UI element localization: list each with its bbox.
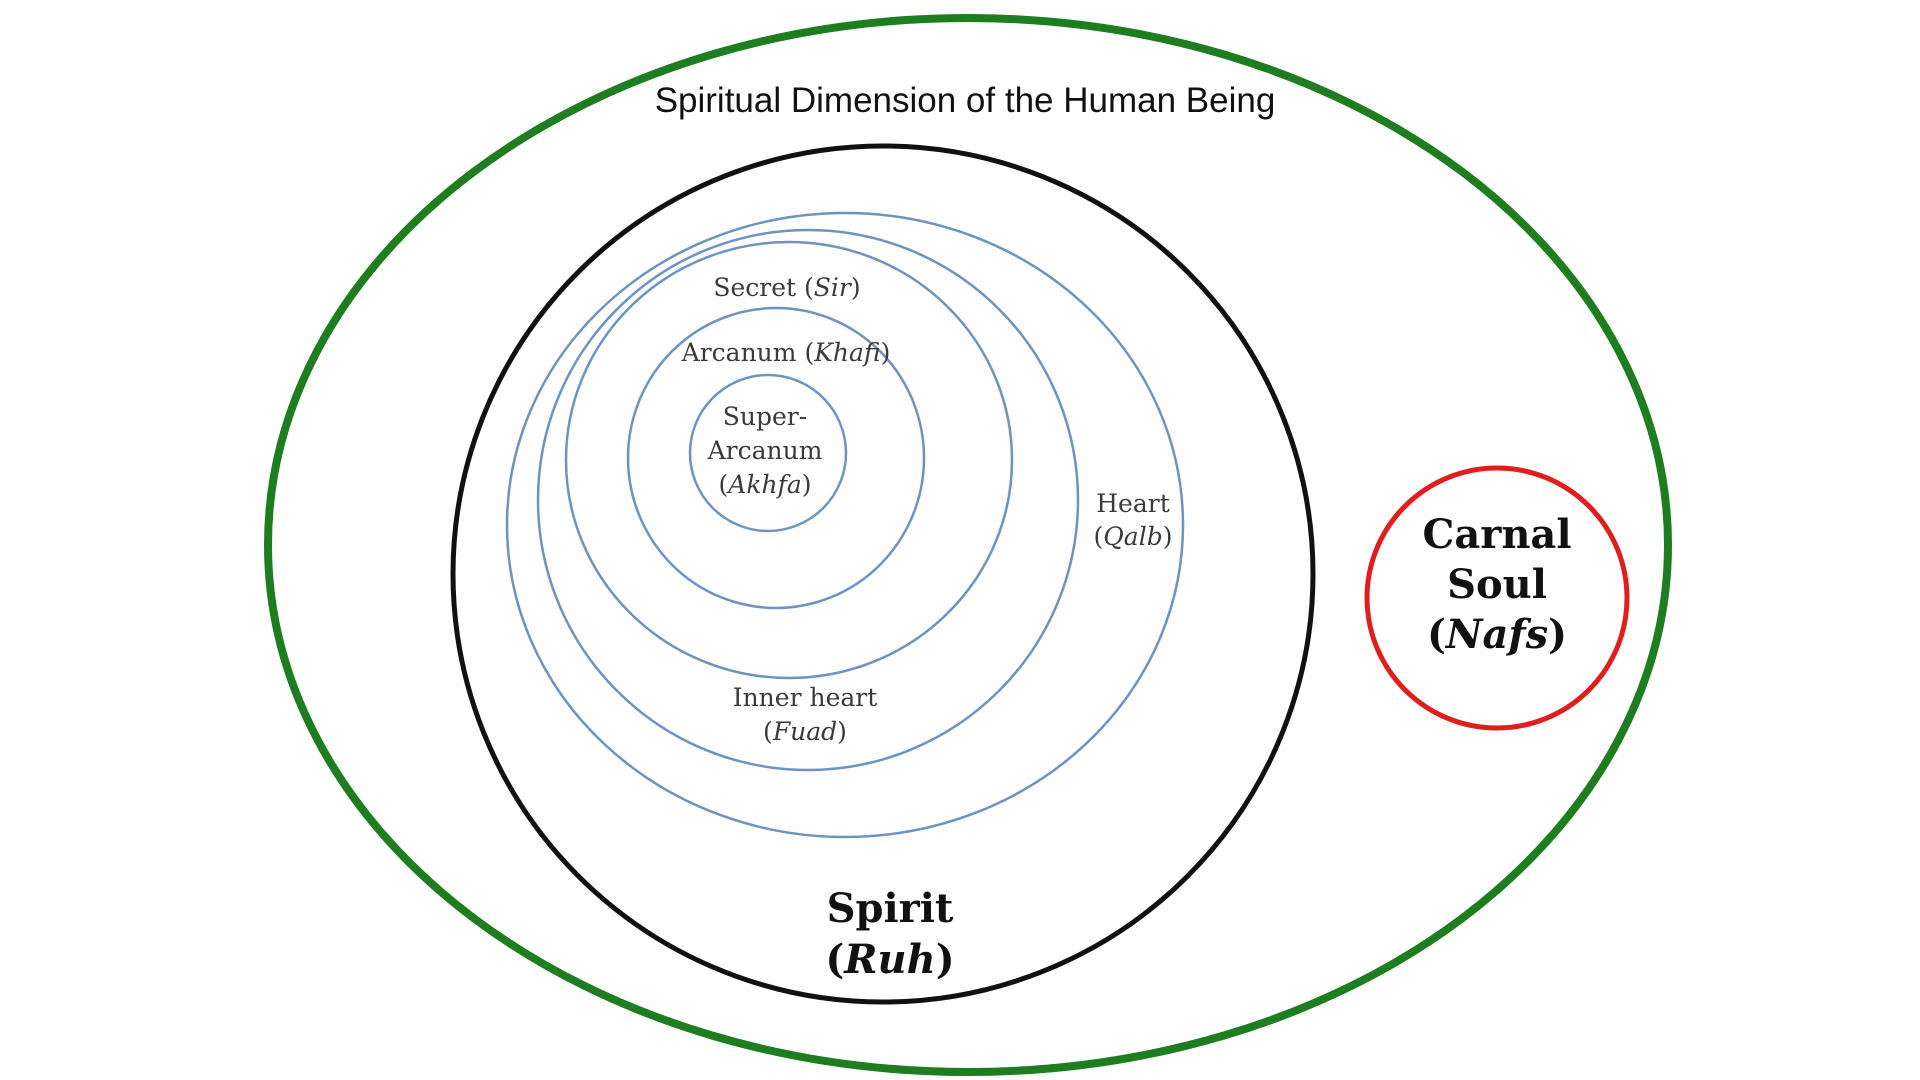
heart-qalb-ring xyxy=(505,211,1185,839)
label-akhfa-term: (Akhfa) xyxy=(719,470,812,499)
label-akhfa-line2: Arcanum xyxy=(707,436,823,465)
label-nafs-line2: Soul xyxy=(1447,561,1547,608)
super-arcanum-akhfa-ring xyxy=(688,373,848,533)
label-ruh-name: Spirit xyxy=(827,885,954,932)
label-arcanum-khafi: Arcanum (Khafi) xyxy=(681,338,891,367)
label-heart-qalb: Heart (Qalb) xyxy=(1094,489,1173,551)
diagram-title: Spiritual Dimension of the Human Being xyxy=(655,81,1276,120)
label-fuad-name: Inner heart xyxy=(733,683,878,712)
label-akhfa-line1: Super- xyxy=(723,402,807,431)
spirit-ring xyxy=(450,143,1316,1005)
inner-heart-fuad-ring xyxy=(536,228,1080,772)
arcanum-khafi-ring xyxy=(626,306,926,610)
label-nafs-line1: Carnal xyxy=(1422,511,1571,558)
label-ruh-term: (Ruh) xyxy=(825,936,954,983)
label-carnal-soul-nafs: Carnal Soul (Nafs) xyxy=(1422,511,1571,658)
spiritual-dimension-ring xyxy=(264,14,1672,1076)
label-nafs-term: (Nafs) xyxy=(1427,611,1567,658)
label-inner-heart-fuad: Inner heart (Fuad) xyxy=(733,683,878,746)
label-secret-sir: Secret (Sir) xyxy=(713,273,860,302)
label-qalb-name: Heart xyxy=(1096,489,1170,518)
carnal-soul-nafs-ring xyxy=(1364,465,1630,731)
secret-sir-ring xyxy=(564,240,1014,680)
label-super-arcanum-akhfa: Super- Arcanum (Akhfa) xyxy=(707,402,823,499)
label-qalb-term: (Qalb) xyxy=(1094,522,1173,551)
label-fuad-term: (Fuad) xyxy=(763,717,847,746)
label-spirit-ruh: Spirit (Ruh) xyxy=(825,885,954,983)
